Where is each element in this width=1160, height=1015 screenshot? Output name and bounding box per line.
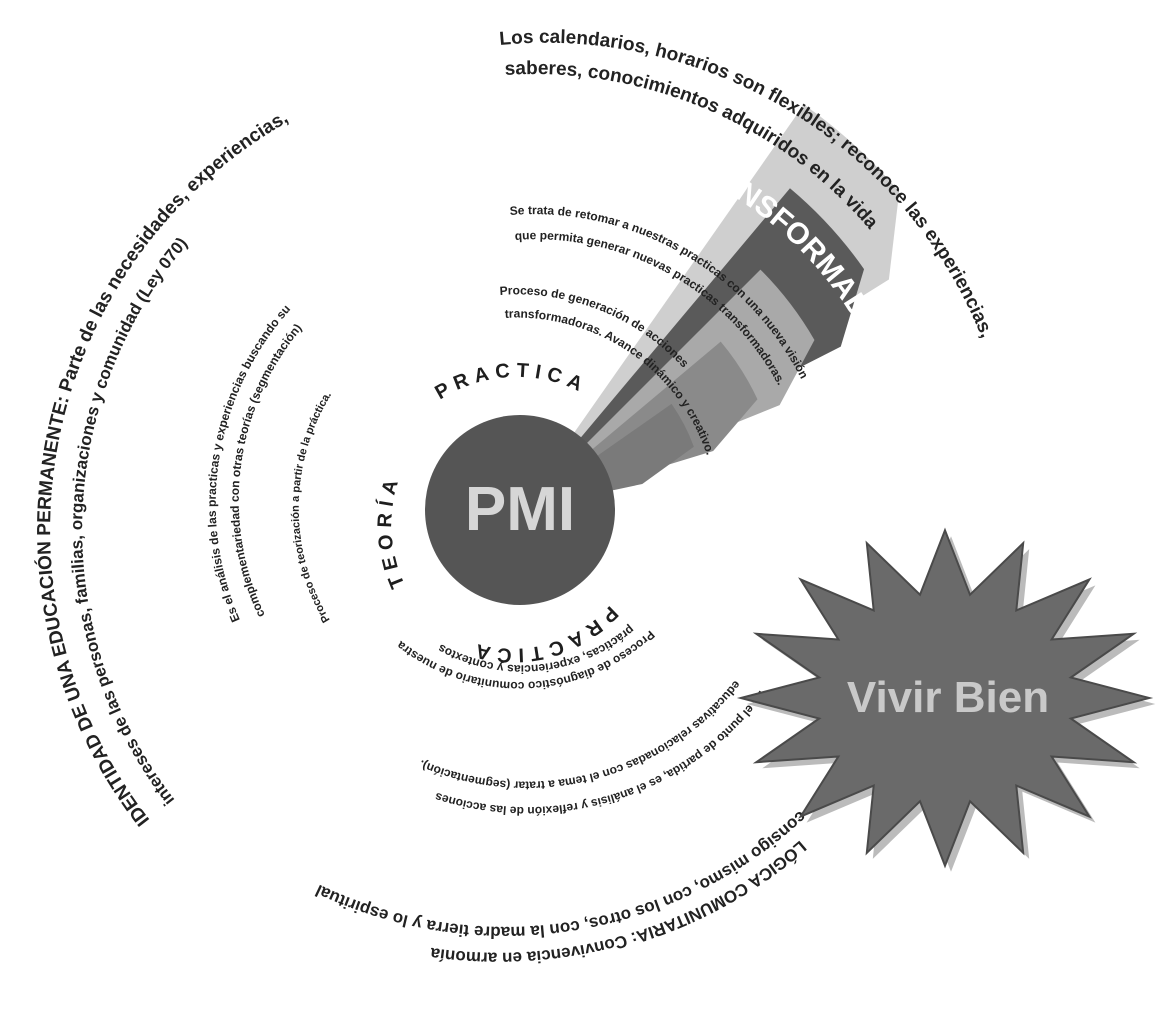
process-theory: Proceso de teorización a partir de la pr… xyxy=(290,390,334,625)
center-label: PMI xyxy=(465,475,575,544)
vivir-bien-star xyxy=(736,527,1156,872)
realidad-vivenciada-title: REALIDAD VIVENCIADA xyxy=(400,814,754,915)
center-disk xyxy=(425,415,615,605)
realidad-analizada-title: REALIDAD ANALIZADA xyxy=(135,313,211,660)
teoria-label: TEORÍA xyxy=(374,472,409,592)
star-label: Vivir Bien xyxy=(847,673,1049,722)
star-shape xyxy=(736,527,1154,869)
practica-top-label: PRACTICA xyxy=(431,360,591,405)
